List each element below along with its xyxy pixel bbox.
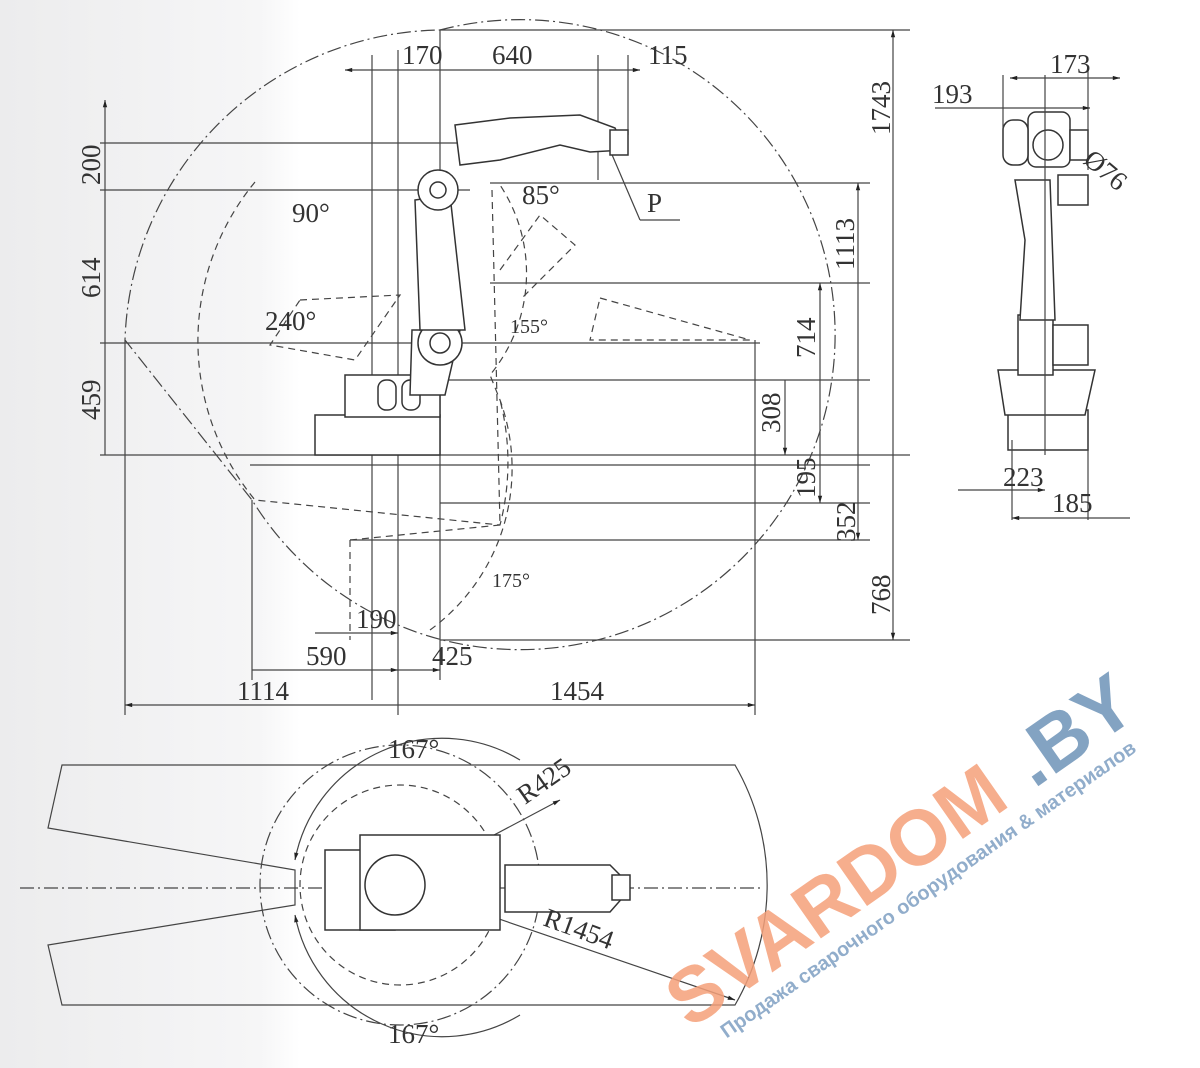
angle-167-top: 167°	[388, 734, 439, 764]
top-view	[20, 737, 768, 1038]
dim-115: 115	[648, 40, 688, 70]
dim-170: 170	[402, 40, 443, 70]
dim-614: 614	[76, 257, 106, 298]
dim-195: 195	[791, 458, 821, 499]
dim-714: 714	[791, 317, 821, 358]
robot-side-view	[314, 114, 629, 456]
dim-1113: 1113	[830, 218, 860, 270]
angle-155: 155°	[510, 316, 548, 338]
dim-173: 173	[1050, 49, 1091, 79]
dim-1743: 1743	[866, 81, 896, 135]
dim-223: 223	[1003, 462, 1044, 492]
dim-200: 200	[76, 145, 106, 186]
angle-85: 85°	[522, 180, 560, 210]
dim-1114: 1114	[237, 676, 289, 706]
dim-185: 185	[1052, 488, 1093, 518]
dim-768: 768	[866, 575, 896, 616]
dim-193: 193	[932, 79, 973, 109]
dim-640: 640	[492, 40, 533, 70]
dim-459: 459	[76, 380, 106, 421]
dim-308: 308	[756, 393, 786, 434]
point-p-label: P	[647, 188, 662, 218]
dim-1454: 1454	[550, 676, 605, 706]
dim-352: 352	[831, 502, 861, 543]
side-view-envelope	[124, 19, 836, 651]
robot-end-view	[935, 70, 1130, 521]
watermark: SVARDOM .BY Продажа сварочного оборудова…	[649, 656, 1150, 1044]
angle-90: 90°	[292, 198, 330, 228]
angle-240: 240°	[265, 306, 316, 336]
dim-590: 590	[306, 641, 347, 671]
dimension-labels: 170 640 115 200 614 459 1743 1113 714 30…	[76, 40, 1133, 1049]
radius-425: R425	[511, 752, 576, 810]
watermark-brand: SVARDOM	[649, 746, 1021, 1043]
angle-175: 175°	[492, 570, 530, 592]
dim-190: 190	[356, 604, 397, 634]
angle-167-bottom: 167°	[388, 1019, 439, 1049]
dim-425: 425	[432, 641, 473, 671]
